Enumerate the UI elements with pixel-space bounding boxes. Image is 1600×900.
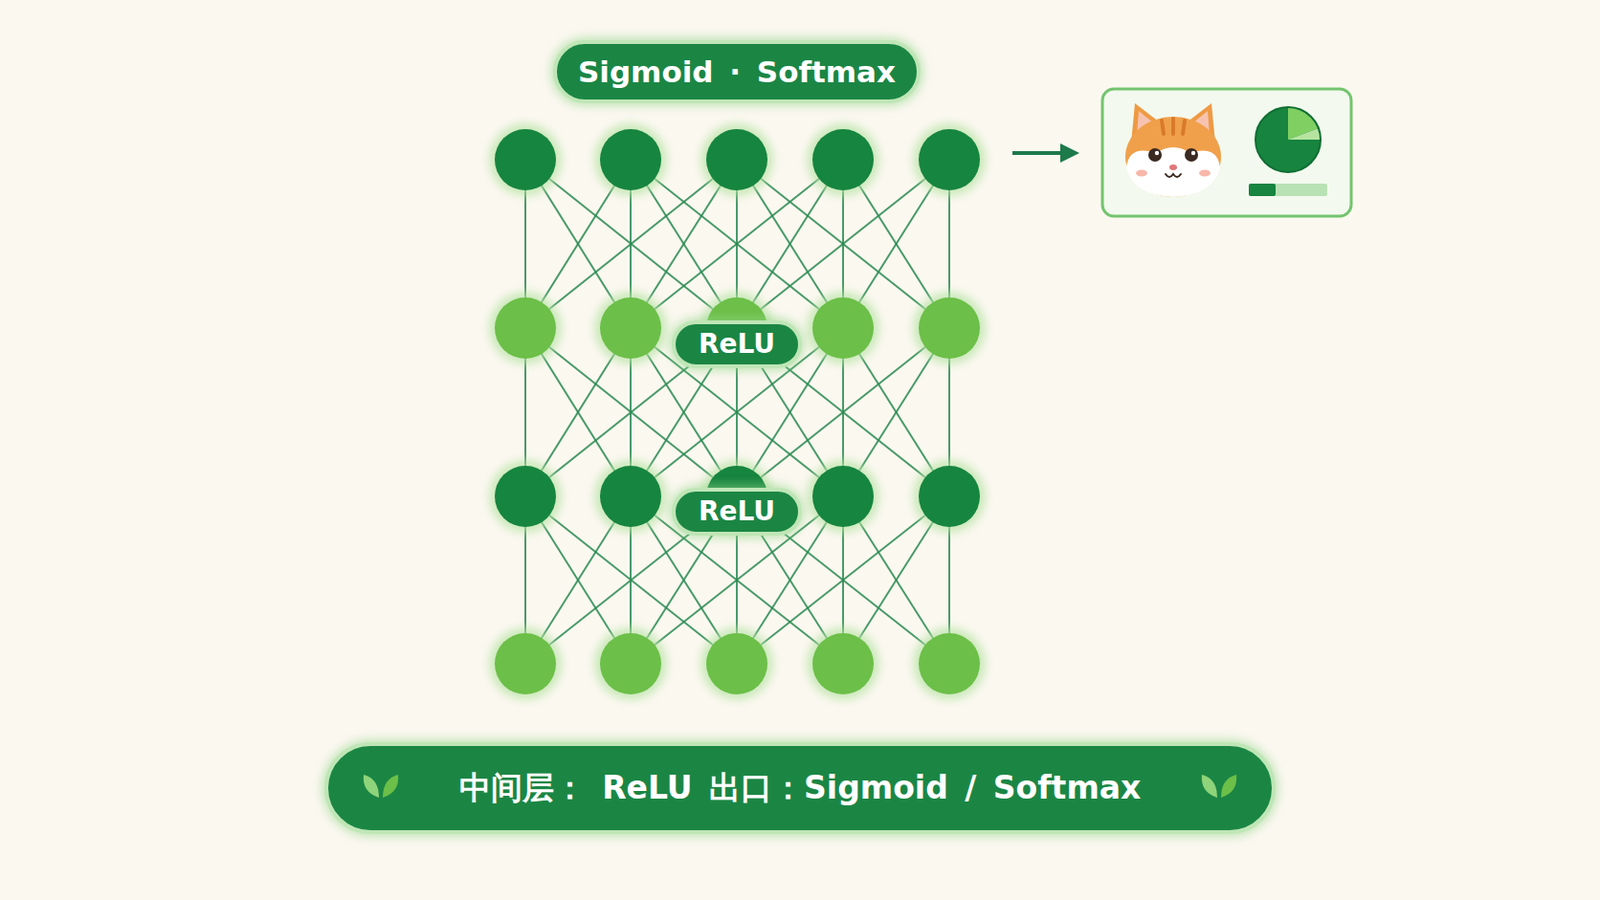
neuron <box>918 633 980 695</box>
cat-icon <box>1125 103 1222 198</box>
neuron-glow <box>912 627 986 701</box>
network-graph <box>488 123 986 701</box>
neuron-glow <box>594 291 667 365</box>
neuron-glow <box>700 123 774 197</box>
neurons <box>494 129 980 695</box>
neuron-glow <box>594 627 667 701</box>
node-label: Sigmoid · Softmax <box>577 55 896 89</box>
neuron <box>918 466 980 528</box>
neuron <box>494 297 556 359</box>
neuron <box>706 129 768 191</box>
activation-pill: ReLU <box>671 320 802 369</box>
neuron <box>600 633 662 695</box>
node-label: ReLU <box>698 497 776 528</box>
neuron <box>812 129 874 191</box>
progress-bar <box>1248 183 1328 197</box>
node-label: 中间层： ReLU 出口：Sigmoid / Softmax <box>459 771 1142 806</box>
result-card <box>1102 88 1352 217</box>
connection-lines <box>525 159 950 665</box>
neuron <box>706 633 768 695</box>
neuron-glow <box>806 627 880 701</box>
output-activation-pill: Sigmoid · Softmax <box>553 40 921 104</box>
neuron-glow <box>806 460 880 534</box>
neuron-glow <box>806 123 880 197</box>
summary-band: 中间层： ReLU 出口：Sigmoid / Softmax <box>324 742 1276 835</box>
neuron <box>812 297 874 359</box>
leaf-icon <box>1201 775 1237 799</box>
neuron <box>918 129 980 191</box>
neuron-glow <box>912 460 986 534</box>
leaf-icon <box>363 775 399 799</box>
neuron-glow <box>912 123 986 197</box>
neuron-glow <box>700 627 774 701</box>
activation-pill: ReLU <box>671 488 802 536</box>
neuron-glow <box>488 460 562 534</box>
neuron-glow <box>488 627 562 701</box>
neuron <box>600 129 662 191</box>
neuron-glows <box>488 123 986 701</box>
pie-chart <box>1255 107 1321 173</box>
neuron-glow <box>488 291 562 365</box>
output-arrow <box>1012 151 1076 156</box>
neuron <box>812 466 874 528</box>
neuron <box>494 129 556 191</box>
neuron-glow <box>912 291 986 365</box>
neuron <box>600 466 662 528</box>
neuron <box>600 297 662 359</box>
neuron-glow <box>806 291 880 365</box>
neuron <box>812 633 874 695</box>
neuron <box>494 466 556 528</box>
neuron-glow <box>594 460 667 534</box>
neuron <box>918 297 980 359</box>
neuron-glow <box>594 123 667 197</box>
neuron <box>494 633 556 695</box>
node-label: ReLU <box>698 330 776 360</box>
neuron-glow <box>488 123 562 197</box>
